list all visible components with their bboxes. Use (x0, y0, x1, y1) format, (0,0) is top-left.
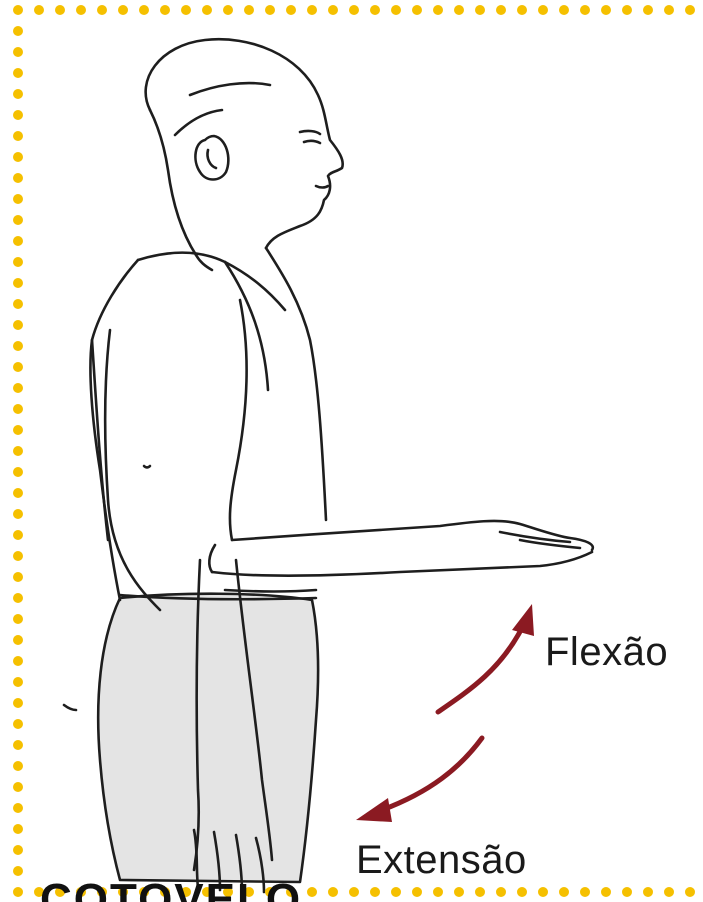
border-dot (13, 425, 23, 435)
border-dot (13, 110, 23, 120)
border-dot (580, 5, 590, 15)
border-dot (307, 887, 317, 897)
border-dot (13, 257, 23, 267)
border-dot (286, 5, 296, 15)
border-dot (13, 341, 23, 351)
border-dot (370, 887, 380, 897)
border-dot (139, 5, 149, 15)
border-dot (454, 887, 464, 897)
border-dot (433, 887, 443, 897)
border-dot (13, 656, 23, 666)
border-dot (391, 887, 401, 897)
border-dot (328, 5, 338, 15)
border-dot (538, 887, 548, 897)
border-dot (475, 5, 485, 15)
border-dot (13, 26, 23, 36)
border-dot (13, 887, 23, 897)
border-dot (13, 152, 23, 162)
border-dot (202, 5, 212, 15)
border-dot (454, 5, 464, 15)
border-dot (244, 5, 254, 15)
border-dot (664, 887, 674, 897)
border-dot (13, 824, 23, 834)
border-dot (685, 887, 695, 897)
border-dot (13, 320, 23, 330)
border-dot (664, 5, 674, 15)
border-dot (13, 677, 23, 687)
border-dot (13, 278, 23, 288)
border-dot (34, 5, 44, 15)
border-dot (13, 803, 23, 813)
border-dot (328, 887, 338, 897)
border-dot (13, 530, 23, 540)
border-dot (496, 887, 506, 897)
border-dot (76, 5, 86, 15)
border-dot (160, 5, 170, 15)
border-dot (13, 635, 23, 645)
border-dot (13, 131, 23, 141)
border-dot (13, 89, 23, 99)
border-dot (412, 887, 422, 897)
border-dot (538, 5, 548, 15)
border-dot (13, 509, 23, 519)
border-dot (13, 698, 23, 708)
border-dot (13, 68, 23, 78)
border-dot (55, 5, 65, 15)
border-dot (349, 887, 359, 897)
border-dot (391, 5, 401, 15)
border-dot (13, 383, 23, 393)
border-dot (517, 5, 527, 15)
border-dot (13, 5, 23, 15)
border-dot (601, 5, 611, 15)
border-dot (181, 5, 191, 15)
border-dot (13, 299, 23, 309)
border-dot (13, 467, 23, 477)
border-dot (643, 887, 653, 897)
border-dot (13, 866, 23, 876)
border-dot (13, 740, 23, 750)
border-dot (349, 5, 359, 15)
extension-label: Extensão (356, 838, 527, 883)
border-dot (622, 887, 632, 897)
border-dot (223, 5, 233, 15)
flexion-label: Flexão (545, 630, 668, 675)
border-dot (601, 887, 611, 897)
border-dot (496, 5, 506, 15)
border-dot (13, 614, 23, 624)
border-dot (13, 488, 23, 498)
border-dot (685, 5, 695, 15)
border-dot (13, 404, 23, 414)
border-dot (307, 5, 317, 15)
cut-off-caption: COTOVELO (40, 878, 302, 902)
border-dot (475, 887, 485, 897)
border-dot (13, 593, 23, 603)
border-dot (13, 782, 23, 792)
border-dot (517, 887, 527, 897)
border-dot (370, 5, 380, 15)
border-dot (13, 761, 23, 771)
border-dot (13, 215, 23, 225)
border-dot (13, 845, 23, 855)
border-dot (13, 173, 23, 183)
border-dot (622, 5, 632, 15)
border-dot (13, 362, 23, 372)
border-dot (13, 194, 23, 204)
border-dot (13, 719, 23, 729)
border-dot (559, 5, 569, 15)
border-dot (13, 47, 23, 57)
border-dot (13, 446, 23, 456)
border-dot (643, 5, 653, 15)
border-dot (13, 572, 23, 582)
border-dot (13, 551, 23, 561)
border-dot (580, 887, 590, 897)
border-dot (433, 5, 443, 15)
border-dot (559, 887, 569, 897)
border-dot (13, 236, 23, 246)
border-dot (412, 5, 422, 15)
border-dot (97, 5, 107, 15)
border-dot (265, 5, 275, 15)
border-dot (118, 5, 128, 15)
